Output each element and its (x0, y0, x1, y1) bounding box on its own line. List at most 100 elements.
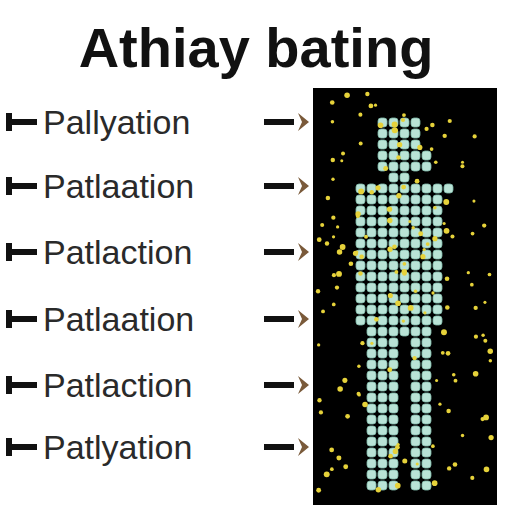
particle-dot (488, 435, 493, 440)
particle-dot (359, 255, 364, 260)
row-label: Patlaation (43, 169, 194, 203)
figure-tile (389, 283, 398, 292)
particle-dot (370, 342, 373, 345)
particle-dot (408, 220, 411, 223)
figure-tile (378, 437, 387, 446)
figure-tile (356, 239, 365, 248)
figure-tile (378, 129, 387, 138)
figure-tile (411, 338, 420, 347)
figure-tile (367, 217, 376, 226)
particle-dot (461, 434, 464, 437)
particle-dot (401, 118, 405, 122)
figure-tile (367, 294, 376, 303)
figure-tile (378, 360, 387, 369)
figure-tile (411, 404, 420, 413)
particle-dot (331, 120, 335, 124)
figure-tile (378, 404, 387, 413)
figure-tile (433, 195, 442, 204)
figure-tile (411, 426, 420, 435)
figure-tile (433, 294, 442, 303)
particle-dot (317, 237, 322, 242)
particle-dot (355, 250, 358, 253)
figure-tile (378, 448, 387, 457)
figure-tile (367, 338, 376, 347)
figure-tile (378, 206, 387, 215)
figure-tile (378, 195, 387, 204)
figure-tile (422, 470, 431, 479)
figure-tile (367, 393, 376, 402)
figure-tile (422, 294, 431, 303)
figure-tile (356, 217, 365, 226)
particle-dot (445, 305, 450, 310)
figure-tile (367, 349, 376, 358)
figure-tile (389, 173, 398, 182)
left-bar (10, 249, 37, 255)
figure-tile (378, 393, 387, 402)
figure-tile (367, 382, 376, 391)
figure-tile (378, 151, 387, 160)
particle-dot (396, 443, 399, 446)
particle-dot (330, 467, 334, 471)
particle-dot (321, 309, 325, 313)
particle-dot (375, 185, 380, 190)
figure-tile (411, 393, 420, 402)
figure-tile (378, 338, 387, 347)
arrow-mark (298, 113, 309, 131)
figure-tile (433, 272, 442, 281)
particle-dot (317, 343, 320, 346)
figure-tile (389, 470, 398, 479)
figure-tile (422, 261, 431, 270)
particle-dot (415, 179, 420, 184)
figure-tile (400, 305, 409, 314)
particle-dot (430, 147, 434, 151)
particle-dot (411, 226, 414, 229)
human-figure (356, 118, 453, 490)
figure-tile (400, 206, 409, 215)
figure-tile (367, 371, 376, 380)
figure-tile (411, 250, 420, 259)
figure-tile (400, 239, 409, 248)
figure-tile (400, 184, 409, 193)
figure-tile (389, 393, 398, 402)
figure-tile (389, 162, 398, 171)
figure-tile (378, 470, 387, 479)
particle-dot (446, 409, 451, 414)
figure-tile (389, 184, 398, 193)
figure-tile (378, 272, 387, 281)
particle-dot (474, 306, 478, 310)
figure-tile (378, 217, 387, 226)
particle-dot (397, 142, 402, 147)
particle-dot (443, 199, 449, 205)
particle-dot (432, 480, 438, 486)
particle-dot (434, 160, 438, 164)
figure-tile (378, 415, 387, 424)
figure-tile (356, 261, 365, 270)
figure-tile (411, 162, 420, 171)
particle-dot (349, 261, 354, 266)
figure-tile (367, 283, 376, 292)
particle-dot (420, 254, 425, 259)
particle-dot (388, 293, 393, 298)
figure-tile (378, 140, 387, 149)
particle-dot (365, 92, 369, 96)
particle-dot (360, 341, 364, 345)
figure-tile (411, 371, 420, 380)
particle-dot (454, 379, 458, 383)
figure-tile (411, 481, 420, 490)
figure-tile (356, 195, 365, 204)
figure-tile (378, 327, 387, 336)
particle-dot (418, 231, 423, 236)
figure-tile (411, 217, 420, 226)
figure-tile (356, 272, 365, 281)
particle-dot (392, 244, 397, 249)
figure-tile (400, 217, 409, 226)
figure-tile (422, 393, 431, 402)
particle-dot (357, 392, 361, 396)
particle-dot (484, 467, 490, 473)
particle-dot (417, 145, 422, 150)
figure-tile (400, 118, 409, 127)
figure-tile (378, 228, 387, 237)
right-bar (264, 382, 294, 388)
particle-dot (392, 127, 398, 133)
figure-tile (422, 459, 431, 468)
